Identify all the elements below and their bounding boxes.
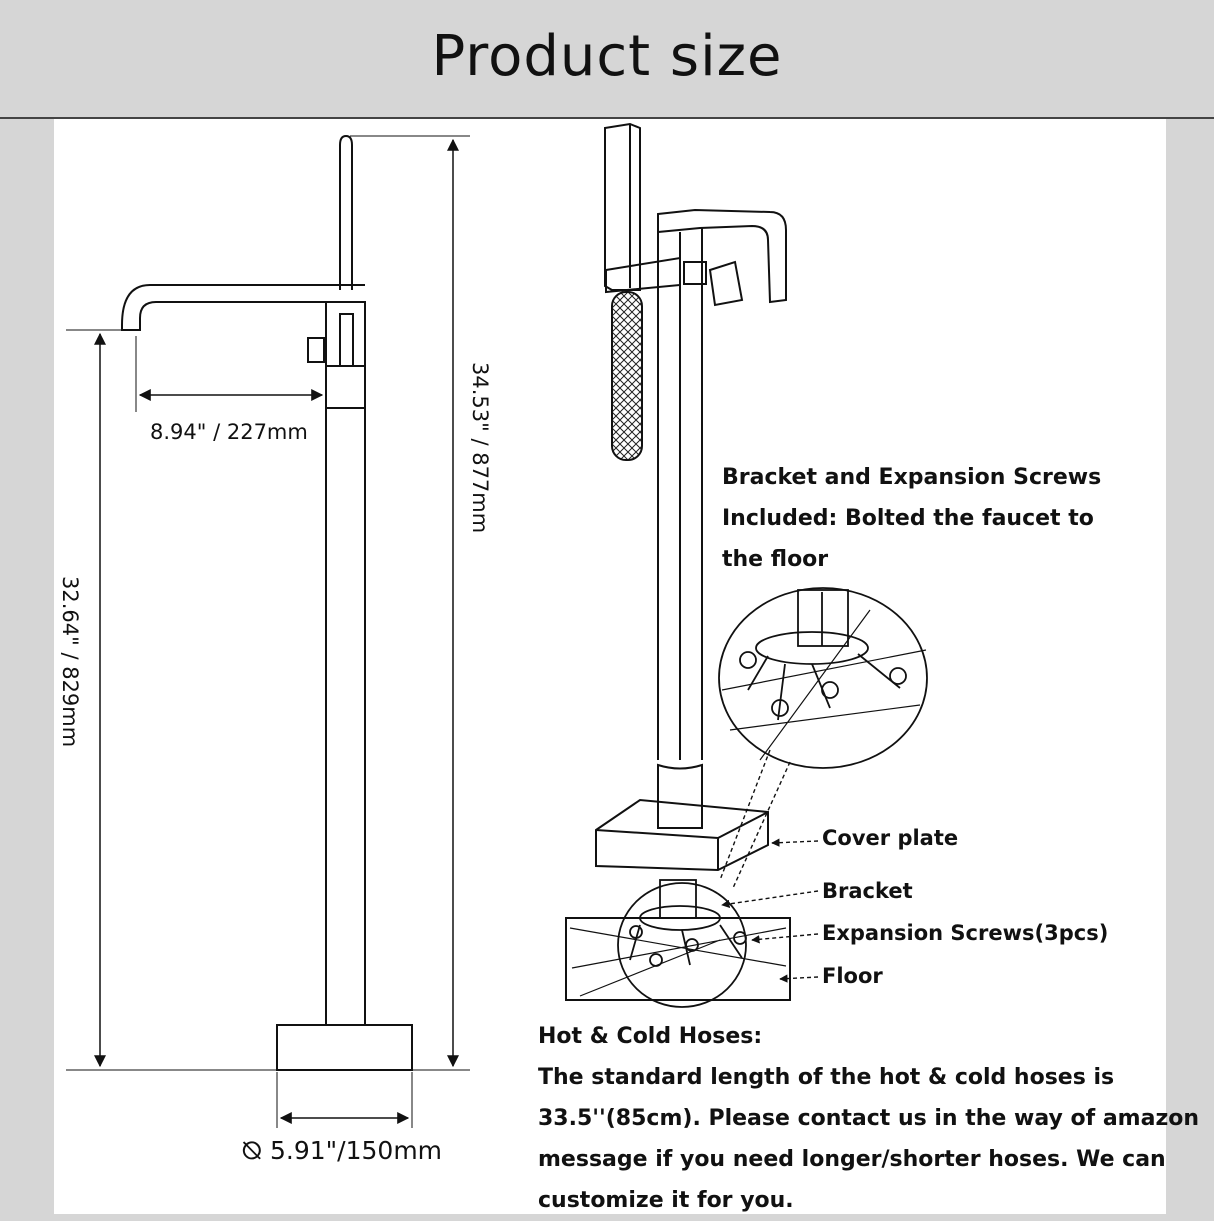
left-faucet-drawing (121, 134, 413, 1071)
hose (611, 291, 643, 461)
base-diameter-value: 5.91"/150mm (270, 1136, 443, 1165)
bracket-note-line: Bracket and Expansion Screws (722, 465, 1102, 490)
right-faucet-drawing (565, 122, 791, 1001)
spout-reach-label: 8.94" / 227mm (150, 420, 308, 444)
diameter-icon: ⦰ (242, 1136, 263, 1165)
expansion-screws-label: Expansion Screws(3pcs) (822, 921, 1109, 945)
cover-plate (595, 798, 769, 872)
hoses-note: Hot & Cold Hoses: The standard length of… (538, 1016, 1199, 1221)
bracket-zoom-detail (718, 587, 928, 769)
page-title: Product size (431, 24, 783, 89)
hoses-note-line: 33.5''(85cm). Please contact us in the w… (538, 1106, 1200, 1131)
bracket-note-line: the floor (722, 547, 829, 572)
expansion-screws-leader (751, 933, 819, 944)
handshower-stick (339, 134, 353, 290)
cover-plate-label: Cover plate (822, 826, 959, 850)
cover-plate-leader (771, 838, 819, 847)
floor-leader (779, 974, 819, 983)
hoses-note-line: customize it for you. (538, 1188, 794, 1213)
spout-height-label: 32.64" / 829mm (58, 576, 82, 748)
total-height-label: 34.53" / 877mm (468, 362, 492, 534)
bracket-note: Bracket and Expansion Screws Included: B… (722, 457, 1101, 580)
valve-body (325, 301, 366, 367)
hoses-heading: Hot & Cold Hoses: (538, 1024, 763, 1049)
floor-label: Floor (822, 964, 883, 988)
base-diameter-label: ⦰ 5.91"/150mm (242, 1136, 442, 1166)
hoses-note-line: The standard length of the hot & cold ho… (538, 1065, 1115, 1090)
collar (325, 365, 366, 409)
base-cover (276, 1024, 413, 1071)
bracket-label: Bracket (822, 879, 913, 903)
right-spout (657, 208, 787, 304)
zoom-leader-2 (732, 761, 791, 889)
floor-detail (569, 879, 787, 1008)
sleeve (657, 763, 703, 829)
bracket-leader (721, 890, 819, 909)
hoses-note-line: message if you need longer/shorter hoses… (538, 1147, 1166, 1172)
spout (121, 284, 365, 331)
lever (339, 313, 354, 367)
header-bar: Product size (0, 0, 1214, 119)
bracket-note-line: Included: Bolted the faucet to (722, 506, 1094, 531)
zoom-leader-1 (719, 749, 771, 881)
knob (307, 337, 325, 363)
